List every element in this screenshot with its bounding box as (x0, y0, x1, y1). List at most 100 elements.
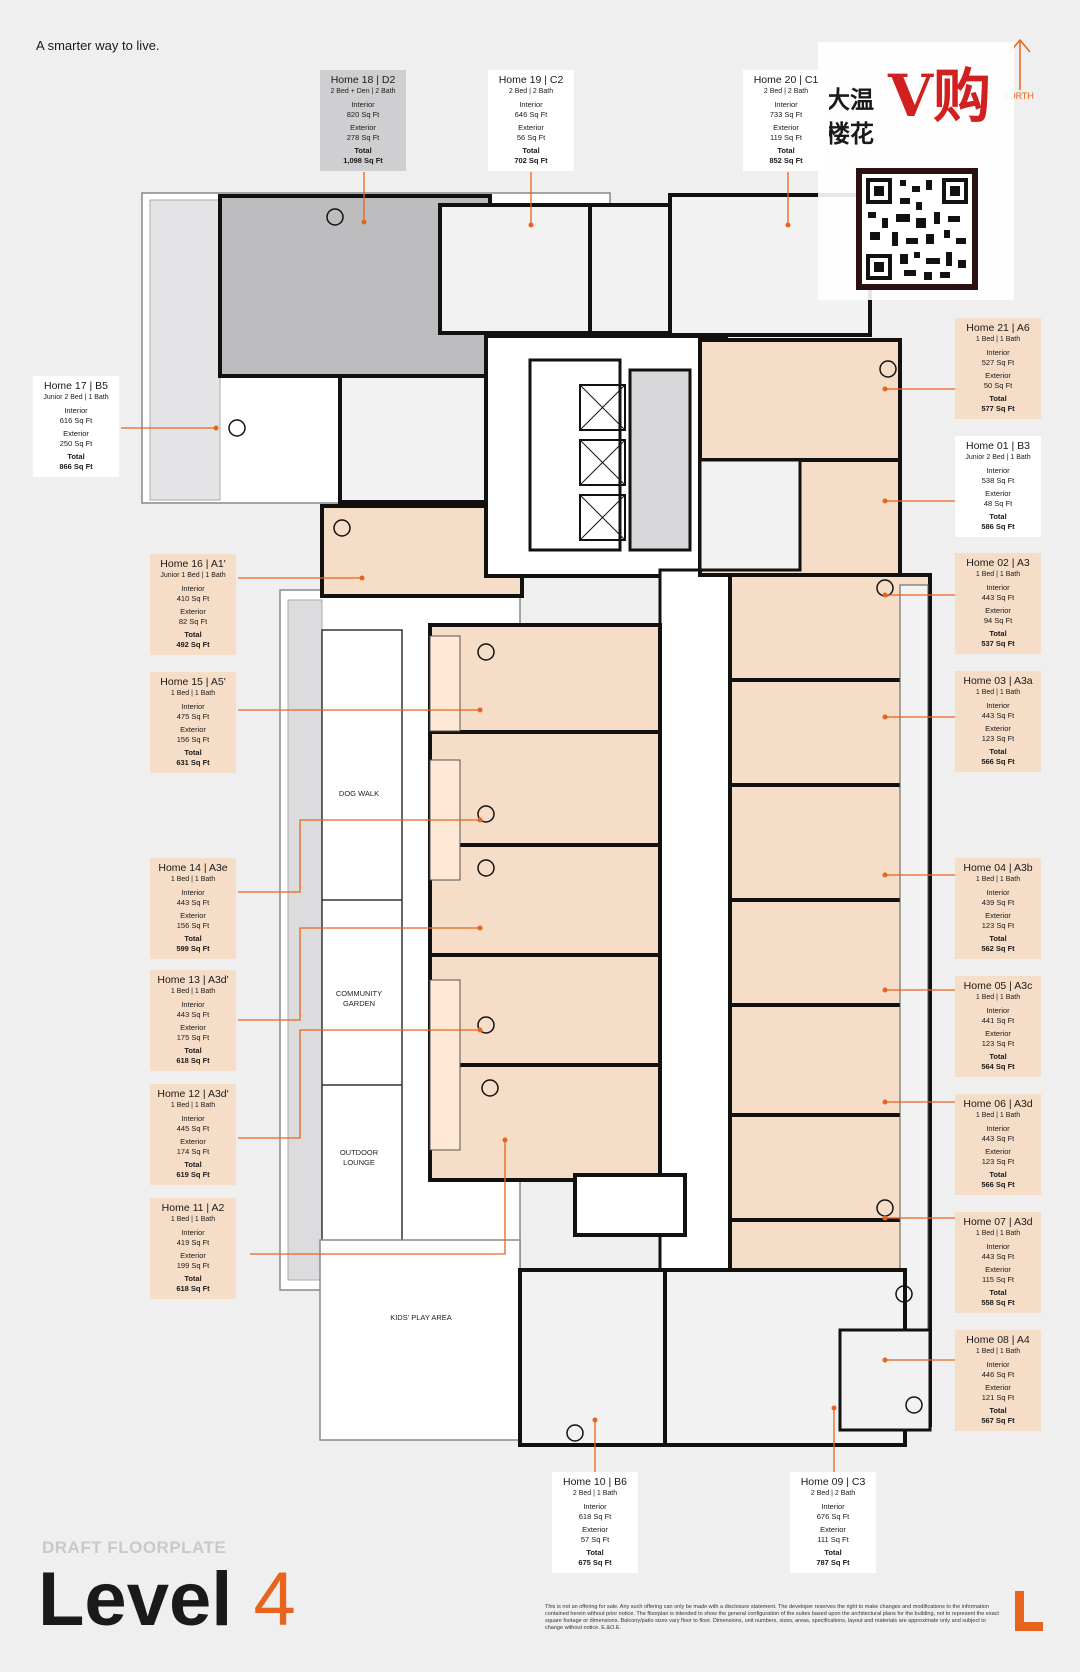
watermark-line1: 大温 (826, 85, 874, 114)
interior-value: 618 Sq Ft (578, 1512, 612, 1521)
brand-logo-icon (1015, 1591, 1043, 1631)
exterior-value: 50 Sq Ft (983, 381, 1013, 390)
interior-value: 616 Sq Ft (59, 416, 93, 425)
exterior-label: Exterior (985, 371, 1011, 380)
total-label: Total (989, 394, 1007, 403)
interior-label: Interior (181, 1228, 205, 1237)
interior-label: Interior (181, 1114, 205, 1123)
community-garden-label-2: GARDEN (343, 999, 375, 1008)
interior-value: 443 Sq Ft (981, 1252, 1015, 1261)
total-value: 1,098 Sq Ft (343, 156, 383, 165)
interior-label: Interior (986, 1124, 1010, 1133)
exterior-label: Exterior (63, 429, 89, 438)
watermark: 大温 楼花 V购 (818, 42, 1014, 300)
total-value: 558 Sq Ft (981, 1298, 1015, 1307)
unit-title: Home 01 | B3 (965, 440, 1030, 452)
qr-code-icon (856, 168, 978, 290)
exterior-label: Exterior (773, 123, 799, 132)
unit-title: Home 10 | B6 (562, 1476, 627, 1488)
unit-config: 1 Bed | 1 Bath (975, 336, 1021, 343)
unit-title: Home 03 | A3a (963, 675, 1033, 687)
draft-label: DRAFT FLOORPLATE (42, 1538, 227, 1557)
interior-value: 475 Sq Ft (176, 712, 210, 721)
interior-label: Interior (64, 406, 88, 415)
exterior-label: Exterior (820, 1525, 846, 1534)
unit-title: Home 20 | C1 (753, 74, 819, 86)
interior-value: 538 Sq Ft (981, 476, 1015, 485)
total-label: Total (989, 1052, 1007, 1061)
interior-value: 646 Sq Ft (514, 110, 548, 119)
total-label: Total (184, 1160, 202, 1169)
interior-label: Interior (181, 888, 205, 897)
exterior-value: 57 Sq Ft (580, 1535, 610, 1544)
unit-config: 2 Bed | 2 Bath (810, 1490, 856, 1497)
unit-config: 1 Bed | 1 Bath (975, 689, 1021, 696)
unit-title: Home 18 | D2 (330, 74, 396, 86)
unit-title: Home 11 | A2 (161, 1202, 225, 1214)
tagline: A smarter way to live. (36, 38, 160, 53)
total-label: Total (989, 1406, 1007, 1415)
interior-label: Interior (351, 100, 375, 109)
total-label: Total (824, 1548, 842, 1557)
total-label: Total (989, 629, 1007, 638)
interior-value: 439 Sq Ft (981, 898, 1015, 907)
unit-config: 2 Bed + Den | 2 Bath (330, 88, 396, 95)
exterior-label: Exterior (985, 1029, 1011, 1038)
unit-title: Home 16 | A1' (160, 558, 226, 570)
unit-config: 1 Bed | 1 Bath (170, 876, 216, 883)
unit-config: 2 Bed | 2 Bath (508, 88, 554, 95)
interior-value: 443 Sq Ft (981, 1134, 1015, 1143)
interior-label: Interior (986, 1360, 1010, 1369)
unit-config: 1 Bed | 1 Bath (975, 571, 1021, 578)
level-title: Level 4 (38, 1560, 296, 1640)
total-label: Total (989, 1170, 1007, 1179)
total-value: 618 Sq Ft (176, 1056, 210, 1065)
unit-config: 1 Bed | 1 Bath (170, 1216, 216, 1223)
north-label: NORTH (1002, 91, 1034, 101)
level-number: 4 (253, 1557, 296, 1642)
total-label: Total (522, 146, 540, 155)
total-label: Total (989, 747, 1007, 756)
interior-label: Interior (986, 1006, 1010, 1015)
total-value: 567 Sq Ft (981, 1416, 1015, 1425)
unit-config: 1 Bed | 1 Bath (170, 1102, 216, 1109)
total-value: 852 Sq Ft (769, 156, 803, 165)
exterior-label: Exterior (985, 1383, 1011, 1392)
exterior-value: 250 Sq Ft (59, 439, 93, 448)
total-label: Total (586, 1548, 604, 1557)
unit-title: Home 15 | A5' (160, 676, 226, 688)
unit-config: 1 Bed | 1 Bath (170, 690, 216, 697)
total-label: Total (989, 1288, 1007, 1297)
total-label: Total (184, 934, 202, 943)
interior-label: Interior (821, 1502, 845, 1511)
dog-walk-label: DOG WALK (339, 789, 379, 798)
disclaimer: This is not an offering for sale. Any su… (545, 1604, 999, 1631)
total-label: Total (354, 146, 372, 155)
exterior-label: Exterior (180, 1137, 206, 1146)
interior-value: 419 Sq Ft (176, 1238, 210, 1247)
exterior-label: Exterior (180, 1023, 206, 1032)
unit-title: Home 21 | A6 (966, 322, 1030, 334)
total-label: Total (184, 748, 202, 757)
unit-config: Junior 1 Bed | 1 Bath (160, 572, 226, 579)
exterior-label: Exterior (985, 606, 1011, 615)
interior-value: 443 Sq Ft (981, 711, 1015, 720)
total-value: 675 Sq Ft (578, 1558, 612, 1567)
total-label: Total (989, 934, 1007, 943)
total-value: 618 Sq Ft (176, 1284, 210, 1293)
interior-label: Interior (519, 100, 543, 109)
total-value: 619 Sq Ft (176, 1170, 210, 1179)
unit-title: Home 02 | A3 (966, 557, 1030, 569)
interior-value: 445 Sq Ft (176, 1124, 210, 1133)
unit-title: Home 08 | A4 (966, 1334, 1030, 1346)
